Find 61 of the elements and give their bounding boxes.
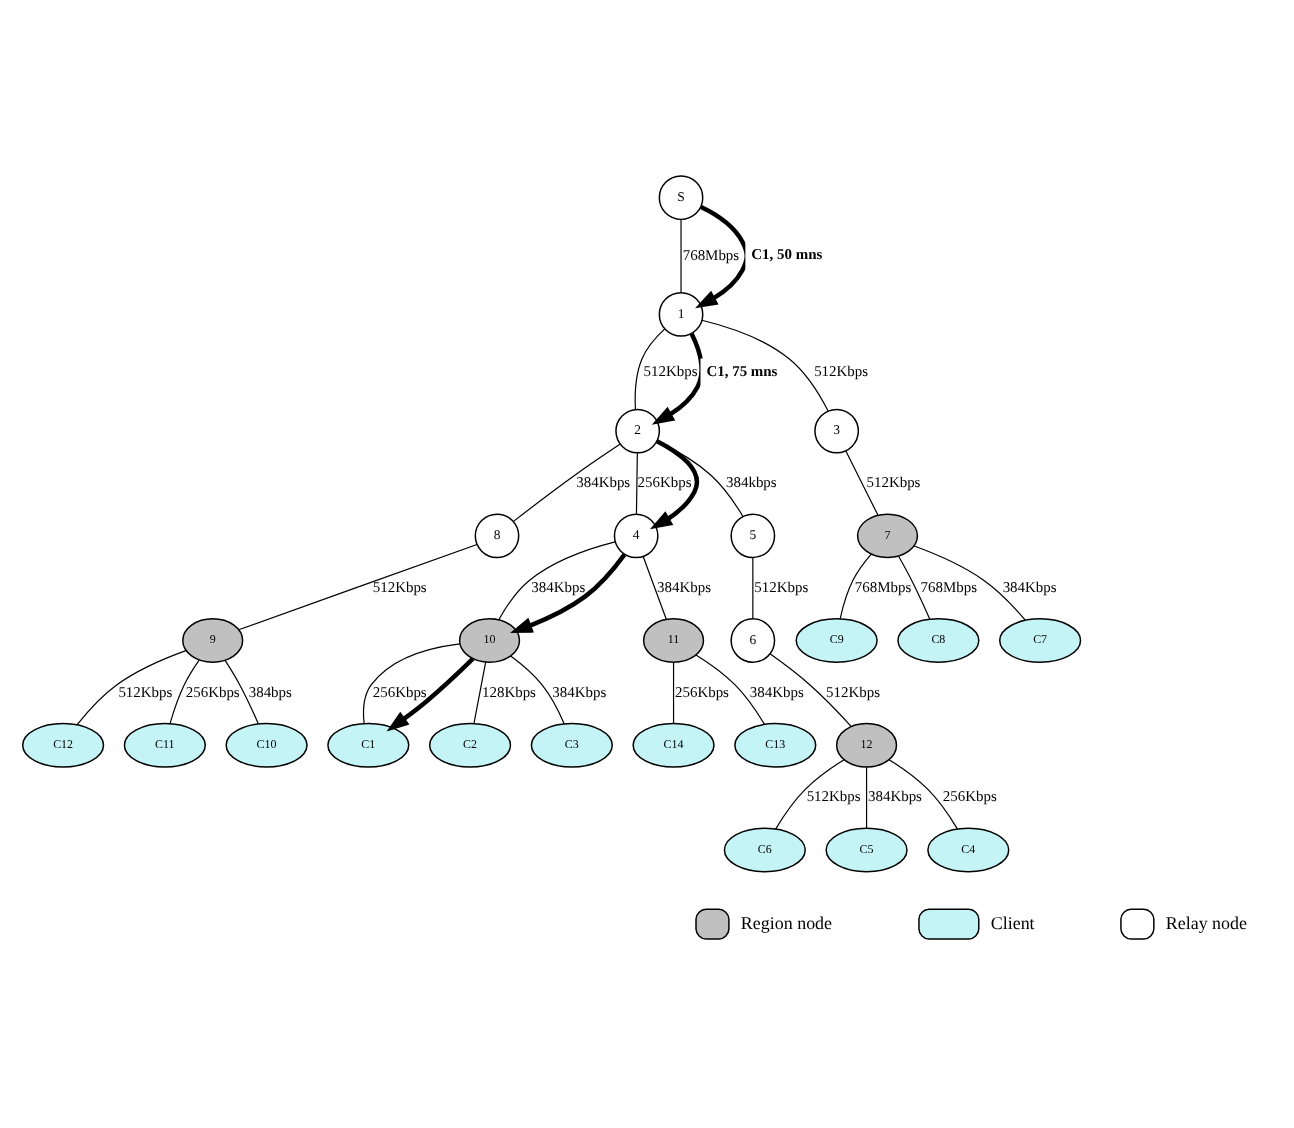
edge-label: 128Kbps: [481, 681, 536, 700]
edge-label: 256Kbps: [942, 786, 997, 805]
connector: [224, 658, 259, 724]
connector: [512, 442, 621, 521]
edge-label: 512Kbps: [814, 361, 869, 380]
edge-label: 384Kbps: [657, 576, 712, 595]
edge-label: 256Kbps: [637, 472, 692, 491]
edge-label: 768Mbps: [682, 244, 740, 263]
connector: [510, 654, 565, 724]
edge-label: 512Kbps: [806, 786, 861, 805]
edge-label: 256Kbps: [675, 681, 729, 700]
connector: [888, 758, 959, 829]
edge-label: 512Kbps: [643, 361, 698, 380]
connector: [238, 542, 478, 630]
connector: [672, 661, 675, 723]
connector: [769, 652, 852, 727]
connector: [752, 556, 754, 619]
edge-label: 512Kbps: [118, 681, 173, 700]
connector: [845, 449, 879, 515]
edge-label: C1, 75 mns: [706, 360, 778, 379]
connector: [680, 217, 682, 292]
edge-label: 384Kbps: [749, 681, 804, 700]
edge-label: 512Kbps: [826, 681, 881, 700]
legend-label: Client: [990, 911, 1035, 932]
edge-label: 768Mbps: [854, 576, 912, 595]
connector: [695, 653, 766, 724]
connector: [498, 540, 616, 620]
edge-label: C1, 50 mns: [751, 244, 823, 263]
edge-label: 512Kbps: [372, 576, 427, 595]
connector: [642, 554, 667, 619]
connector: [76, 649, 187, 725]
connector: [656, 439, 744, 516]
arrow: [510, 552, 627, 633]
edge-label: 384kbps: [726, 472, 777, 491]
edge-label: 512Kbps: [754, 576, 809, 595]
connector: [913, 544, 1026, 620]
edge-label: 512Kbps: [866, 472, 921, 491]
edge-label: 256Kbps: [372, 681, 427, 700]
arrow: [649, 438, 700, 529]
arrow: [386, 656, 475, 731]
connector: [775, 758, 845, 829]
connector: [169, 658, 200, 724]
edge-label: 384Kbps: [576, 472, 631, 491]
connector: [634, 327, 666, 410]
connector: [898, 554, 931, 619]
edge-label: 384Kbps: [531, 576, 586, 595]
legend-label: Relay node: [1165, 911, 1248, 932]
arrow: [651, 331, 704, 424]
connector: [839, 552, 872, 619]
edge-label: 384bps: [248, 681, 292, 700]
edge-label: 384Kbps: [552, 681, 607, 700]
connector: [865, 765, 868, 828]
connector: [362, 642, 461, 723]
edge-label: 256Kbps: [185, 681, 240, 700]
arrow: [695, 204, 749, 308]
connector: [635, 451, 638, 514]
connector: [473, 660, 487, 723]
edge-label: 768Mbps: [920, 576, 978, 595]
edge-label: 384Kbps: [1002, 576, 1057, 595]
edge-label: 384Kbps: [868, 786, 922, 805]
legend-label: Region node: [740, 911, 833, 932]
